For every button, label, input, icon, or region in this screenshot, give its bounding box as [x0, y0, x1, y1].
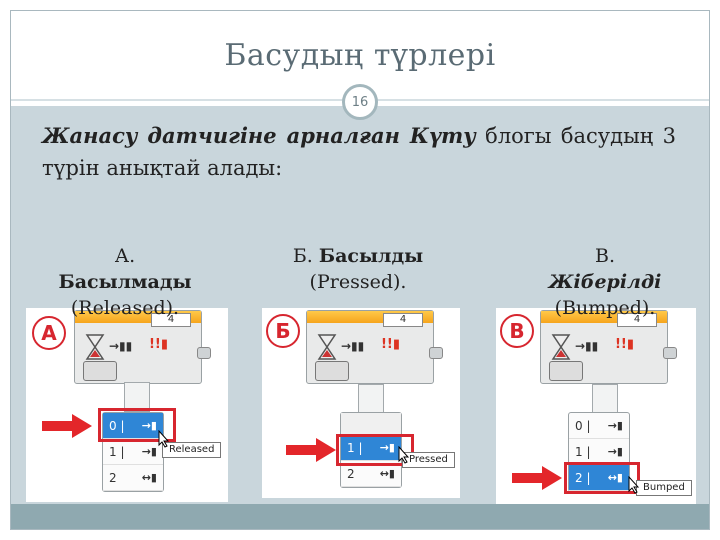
- state-option[interactable]: 0 |→▮: [569, 413, 629, 439]
- released-icon: →▮: [607, 419, 623, 432]
- variant-badge: Б: [266, 314, 300, 348]
- caption-prefix: Б.: [292, 245, 313, 267]
- caption-name: Басылды: [318, 245, 424, 267]
- caption-name: Жіберілді: [548, 271, 662, 293]
- mode-tab: [592, 384, 618, 414]
- state-option[interactable]: 0 |→▮: [103, 413, 163, 439]
- state-menu[interactable]: 0 |→▮ 1 |→▮ 2 |↔▮: [568, 412, 630, 492]
- block-number: 4: [383, 313, 423, 327]
- tooltip: Pressed: [402, 452, 455, 468]
- state-option[interactable]: 2 |↔▮: [569, 465, 629, 491]
- footer-bar: [11, 504, 709, 529]
- state-option[interactable]: 1 |→▮: [103, 439, 163, 465]
- caption-en: (Released).: [70, 297, 180, 319]
- panel-pressed: Б 4 →▮▮ !!▮ 1 |→▮ 2↔▮ Pressed: [262, 308, 460, 498]
- caption-prefix: А.: [114, 245, 136, 267]
- selection-highlight: [98, 408, 176, 442]
- state-menu[interactable]: 0 |→▮ 1 |→▮ 2↔▮: [102, 412, 164, 492]
- variant-badge: А: [32, 316, 66, 350]
- caption-en: (Pressed).: [309, 271, 407, 293]
- state-option[interactable]: 2↔▮: [103, 465, 163, 491]
- caption-prefix: В.: [594, 245, 615, 267]
- pressed-icon: →▮: [141, 445, 157, 458]
- wait-block: 4 →▮▮ !!▮: [306, 310, 443, 384]
- caption-bumped: В. Жіберілді (Bumped).: [520, 243, 690, 321]
- pointer-arrow-icon: [512, 466, 562, 490]
- state-option[interactable]: 1 |→▮: [341, 435, 401, 461]
- hourglass-icon: [551, 334, 571, 360]
- mode-tab: [124, 382, 150, 412]
- state-menu[interactable]: 1 |→▮ 2↔▮: [340, 412, 402, 488]
- caption-pressed: Б. Басылды (Pressed).: [258, 243, 458, 295]
- intro-bold: Жанасу датчигіне арналған Күту: [42, 123, 476, 148]
- slide-title: Басудың түрлері: [224, 38, 496, 73]
- state-option[interactable]: 2↔▮: [341, 461, 401, 487]
- touch-sensor-icon: →▮▮: [341, 339, 365, 353]
- page-number: 16: [342, 84, 378, 120]
- intro-text: Жанасу датчигіне арналған Күту блогы бас…: [42, 120, 676, 184]
- mouse-cursor-icon: [158, 430, 170, 448]
- wait-block: 4 →▮▮ !!▮: [74, 310, 211, 384]
- wait-block: 4 →▮▮ !!▮: [540, 310, 677, 384]
- tooltip: Released: [162, 442, 222, 458]
- block-number: 4: [617, 313, 657, 327]
- caption-released: А. Басылмады (Released).: [30, 243, 220, 321]
- caption-en: (Bumped).: [554, 297, 656, 319]
- selection-highlight: [564, 462, 640, 494]
- pressed-icon: →▮: [379, 441, 395, 454]
- caption-name: Басылмады: [58, 271, 192, 293]
- sensor-port-icon: [83, 361, 117, 381]
- mouse-cursor-icon: [398, 446, 410, 464]
- touch-sensor-icon: →▮▮: [575, 339, 599, 353]
- block-plug: [197, 347, 211, 359]
- pressed-icon: →▮: [607, 445, 623, 458]
- bumped-icon: ↔▮: [141, 471, 157, 484]
- variant-badge: В: [500, 314, 534, 348]
- hourglass-icon: [317, 334, 337, 360]
- mouse-cursor-icon: [628, 476, 640, 494]
- released-icon: →▮: [141, 419, 157, 432]
- warning-icon: !!▮: [615, 337, 635, 352]
- sensor-port-icon: [315, 361, 349, 381]
- sensor-port-icon: [549, 361, 583, 381]
- warning-icon: !!▮: [149, 337, 169, 352]
- intro-rest: блогы басудың 3 түрін анықтай алады:: [42, 124, 677, 180]
- block-number: 4: [151, 313, 191, 327]
- block-plug: [429, 347, 443, 359]
- pointer-arrow-icon: [286, 438, 336, 462]
- bumped-icon: ↔▮: [379, 467, 395, 480]
- state-option-hidden: [341, 413, 401, 435]
- panel-released: А 4 →▮▮ !!▮ 0 |→▮ 1 |→▮ 2↔▮ Released: [26, 308, 228, 502]
- bumped-icon: ↔▮: [607, 471, 623, 484]
- tooltip: Bumped: [636, 480, 692, 496]
- block-plug: [663, 347, 677, 359]
- panel-bumped: В 4 →▮▮ !!▮ 0 |→▮ 1 |→▮ 2 |↔▮ Bumped: [496, 308, 696, 504]
- hourglass-icon: [85, 334, 105, 360]
- warning-icon: !!▮: [381, 337, 401, 352]
- mode-tab: [358, 384, 384, 414]
- selection-highlight: [336, 434, 414, 466]
- pointer-arrow-icon: [42, 414, 92, 438]
- touch-sensor-icon: →▮▮: [109, 339, 133, 353]
